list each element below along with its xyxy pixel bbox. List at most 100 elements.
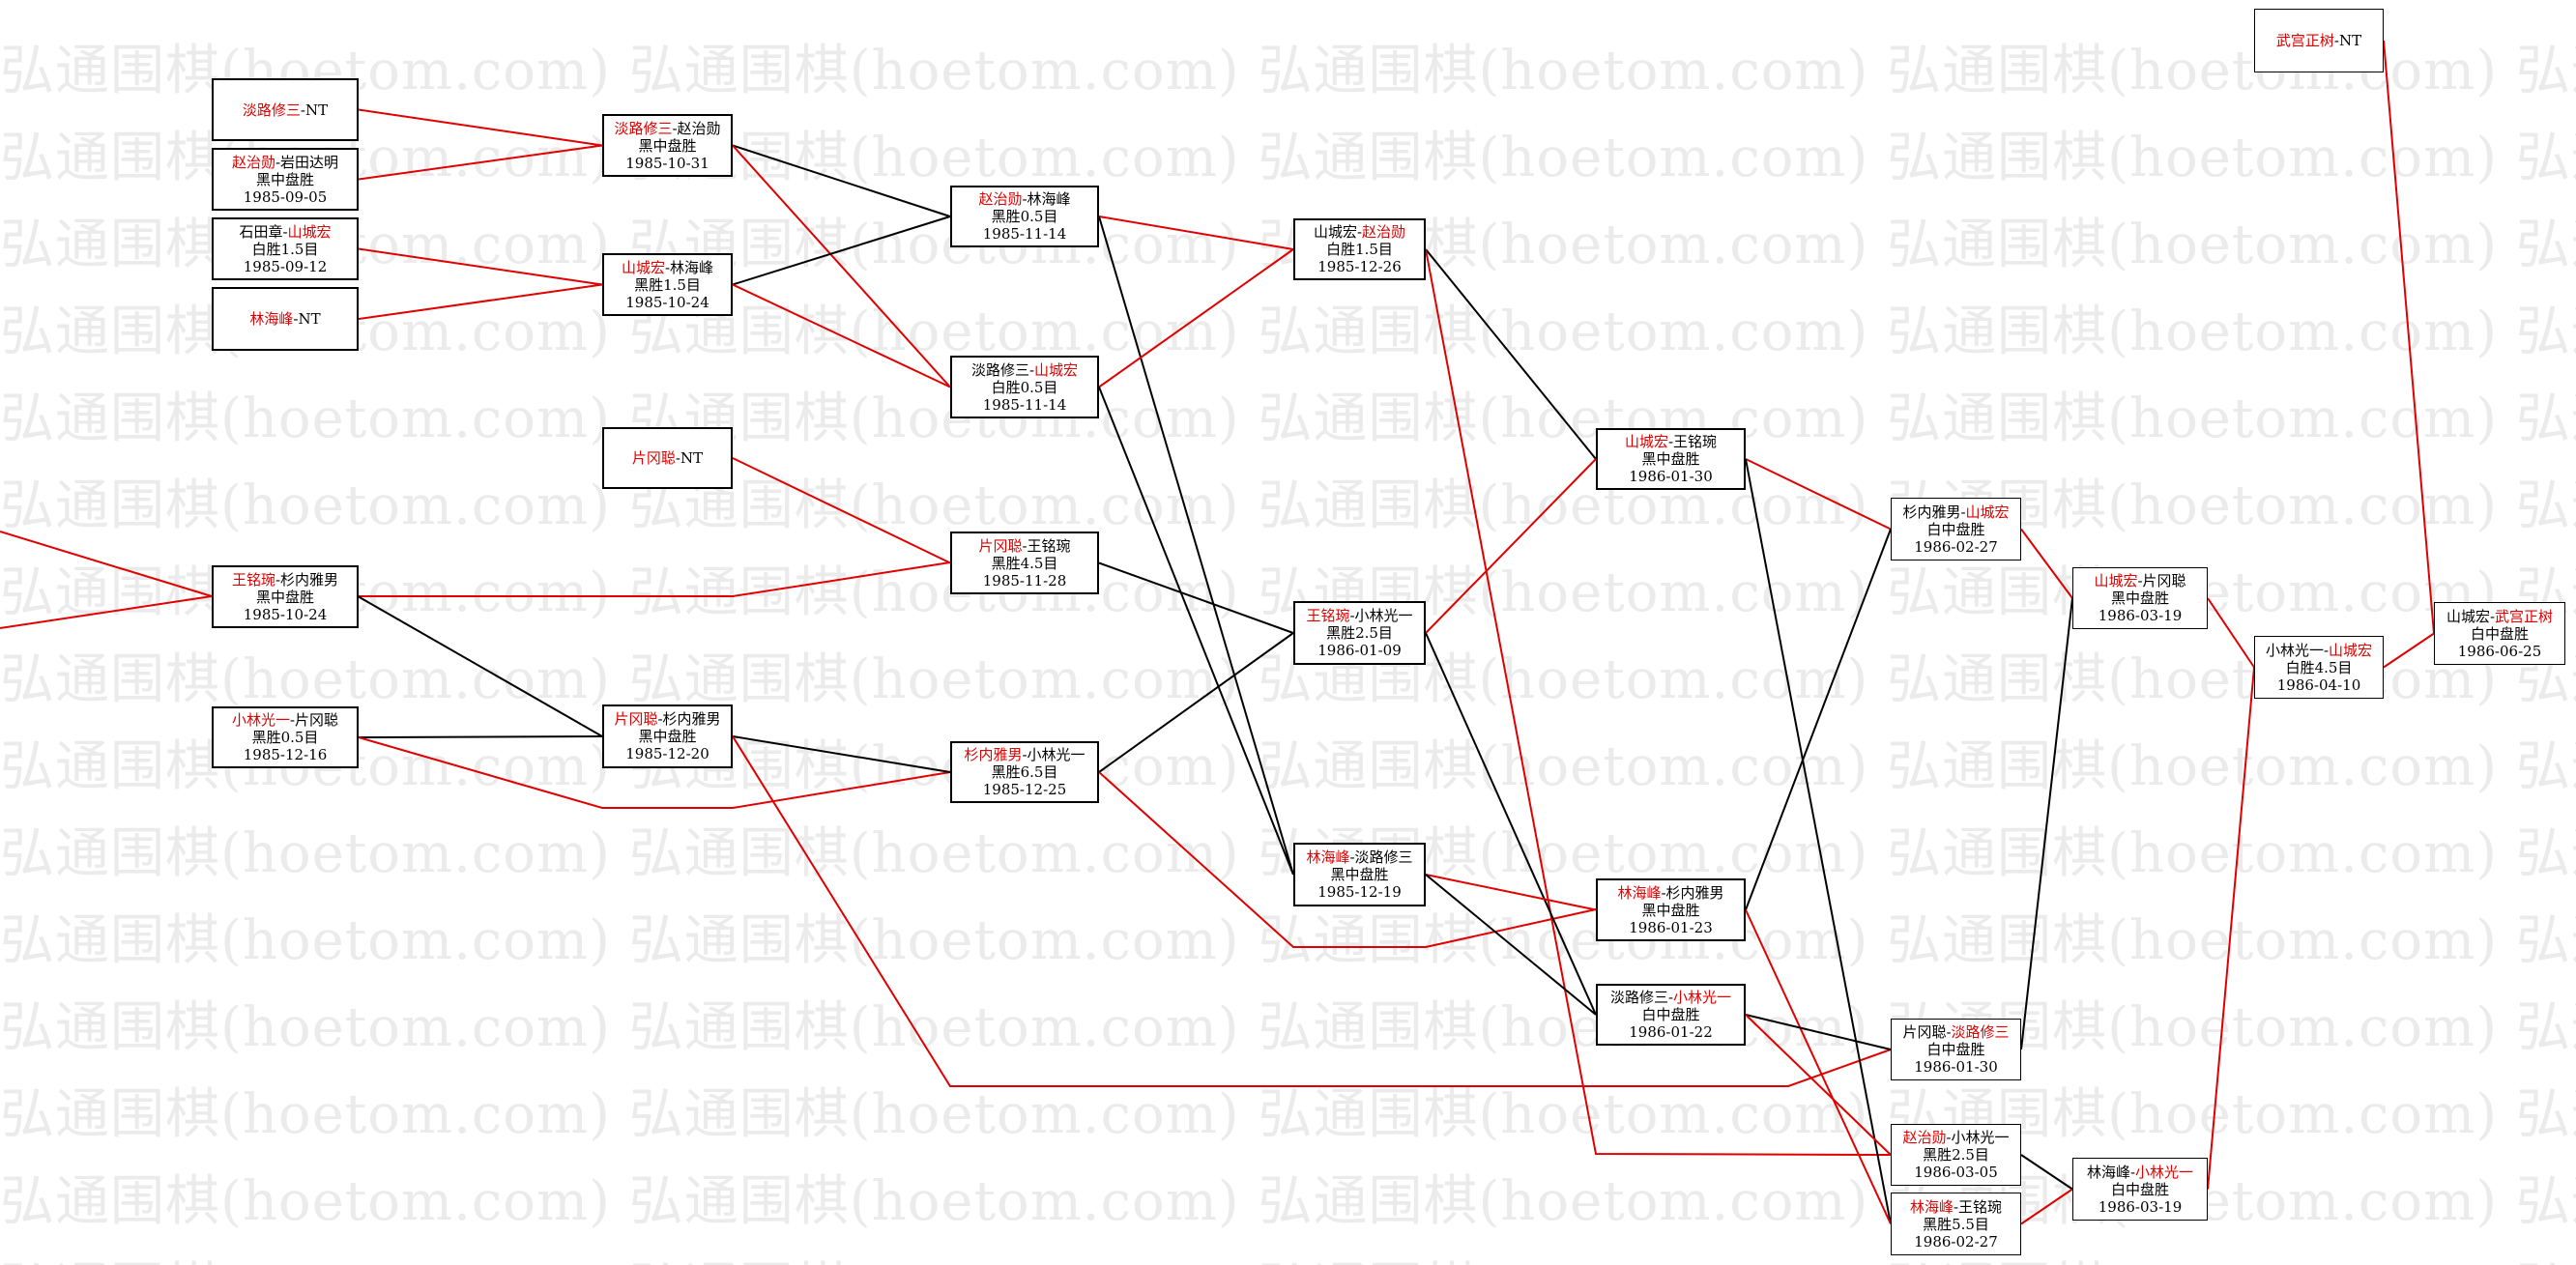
match-node-n4[interactable]: 林海峰-NT	[212, 287, 359, 351]
edge-n8-n10	[358, 595, 603, 737]
match-result: 白胜1.5目	[1326, 241, 1393, 258]
match-players: 林海峰-王铭琬	[1910, 1198, 2002, 1216]
edge-n28-n29	[2383, 40, 2435, 634]
edge-n16-n18	[1425, 458, 1597, 634]
match-node-n7[interactable]: 片冈聪-NT	[602, 427, 733, 489]
edge-n27-n29	[2383, 632, 2435, 669]
player-white: 淡路修三	[1354, 848, 1413, 866]
player-black: 山城宏	[621, 258, 665, 276]
player-white: 王铭琬	[1027, 536, 1071, 555]
match-date: 1985-09-05	[243, 187, 328, 206]
player-white: 杉内雅男	[1665, 883, 1724, 902]
match-date: 1985-12-20	[625, 745, 709, 762]
player-separator: -	[2489, 607, 2496, 625]
match-date: 1985-11-14	[982, 225, 1067, 243]
edge-n16-n20	[1425, 632, 1597, 1016]
match-players: 王铭琬-小林光一	[1306, 607, 1412, 624]
match-date: 1986-01-30	[1914, 1058, 1998, 1076]
edge-n13-n16	[1098, 561, 1294, 634]
match-players: 山城宏-武宫正树	[2446, 608, 2553, 625]
player-separator: -	[282, 222, 288, 241]
player-black: 石田章	[239, 222, 283, 241]
player-black: 山城宏	[1624, 433, 1668, 450]
match-players: 片冈聪-杉内雅男	[614, 710, 720, 728]
match-result: 白胜4.5目	[2285, 658, 2353, 676]
edge-n26-n27	[2207, 667, 2255, 1190]
edge-n17-n20	[1425, 874, 1597, 1016]
match-result: 黑中盘胜	[1641, 901, 1700, 919]
player-black: 赵治勋	[1902, 1129, 1947, 1146]
player-separator: -	[1022, 746, 1028, 763]
match-players: 石田章-山城宏	[239, 223, 331, 241]
edge-n5-n12	[732, 144, 951, 388]
match-result: 黑中盘胜	[638, 136, 697, 155]
player-separator: -	[289, 711, 296, 729]
edge-n7-n13	[732, 457, 951, 564]
player-separator: -	[657, 710, 663, 728]
player-black: 小林光一	[2265, 641, 2324, 659]
edge-offpage-n8	[0, 531, 213, 597]
match-players: 林海峰-淡路修三	[1306, 848, 1412, 866]
match-result: 黑中盘胜	[1330, 866, 1389, 883]
match-players: 山城宏-赵治勋	[1314, 223, 1405, 241]
player-white: 片冈聪	[295, 711, 339, 729]
edge-n5-n11	[732, 144, 951, 217]
edge-n6-n12	[732, 283, 951, 388]
match-node-n28[interactable]: 武宫正树-NT	[2254, 9, 2384, 72]
match-players: 山城宏-片冈聪	[2094, 572, 2185, 589]
player-black: 赵治勋	[231, 153, 275, 171]
edge-n6-n11	[732, 216, 951, 286]
player-black: 片冈聪	[978, 536, 1023, 555]
match-result: 黑胜1.5目	[634, 275, 701, 294]
match-players: 片冈聪-NT	[632, 449, 703, 467]
edge-n24-n26	[2020, 1188, 2073, 1225]
match-players: 小林光一-片冈聪	[232, 711, 338, 729]
player-white: NT	[2338, 32, 2362, 49]
edge-n18-n24	[1745, 458, 1892, 1224]
player-separator: -	[1667, 989, 1674, 1006]
match-date: 1985-10-24	[243, 605, 328, 623]
match-players: 片冈聪-淡路修三	[1902, 1023, 2009, 1041]
match-players: 山城宏-林海峰	[622, 259, 713, 276]
match-node-n1[interactable]: 淡路修三-NT	[212, 78, 359, 141]
player-separator: -	[1028, 360, 1035, 379]
player-black: 林海峰	[1306, 848, 1350, 866]
match-result: 黑胜6.5目	[991, 763, 1058, 781]
edge-n11-n15	[1098, 216, 1294, 250]
player-separator: -	[1667, 433, 1674, 450]
player-separator: -	[664, 258, 671, 276]
player-separator: -	[300, 101, 305, 119]
edge-n8-n13	[359, 561, 951, 597]
player-black: 杉内雅男	[1902, 503, 1961, 521]
player-separator: -	[2129, 1163, 2136, 1181]
edge-n14-n16	[1098, 632, 1294, 773]
match-result: 黑胜2.5目	[1326, 624, 1393, 642]
match-result: 白中盘胜	[2470, 624, 2529, 643]
